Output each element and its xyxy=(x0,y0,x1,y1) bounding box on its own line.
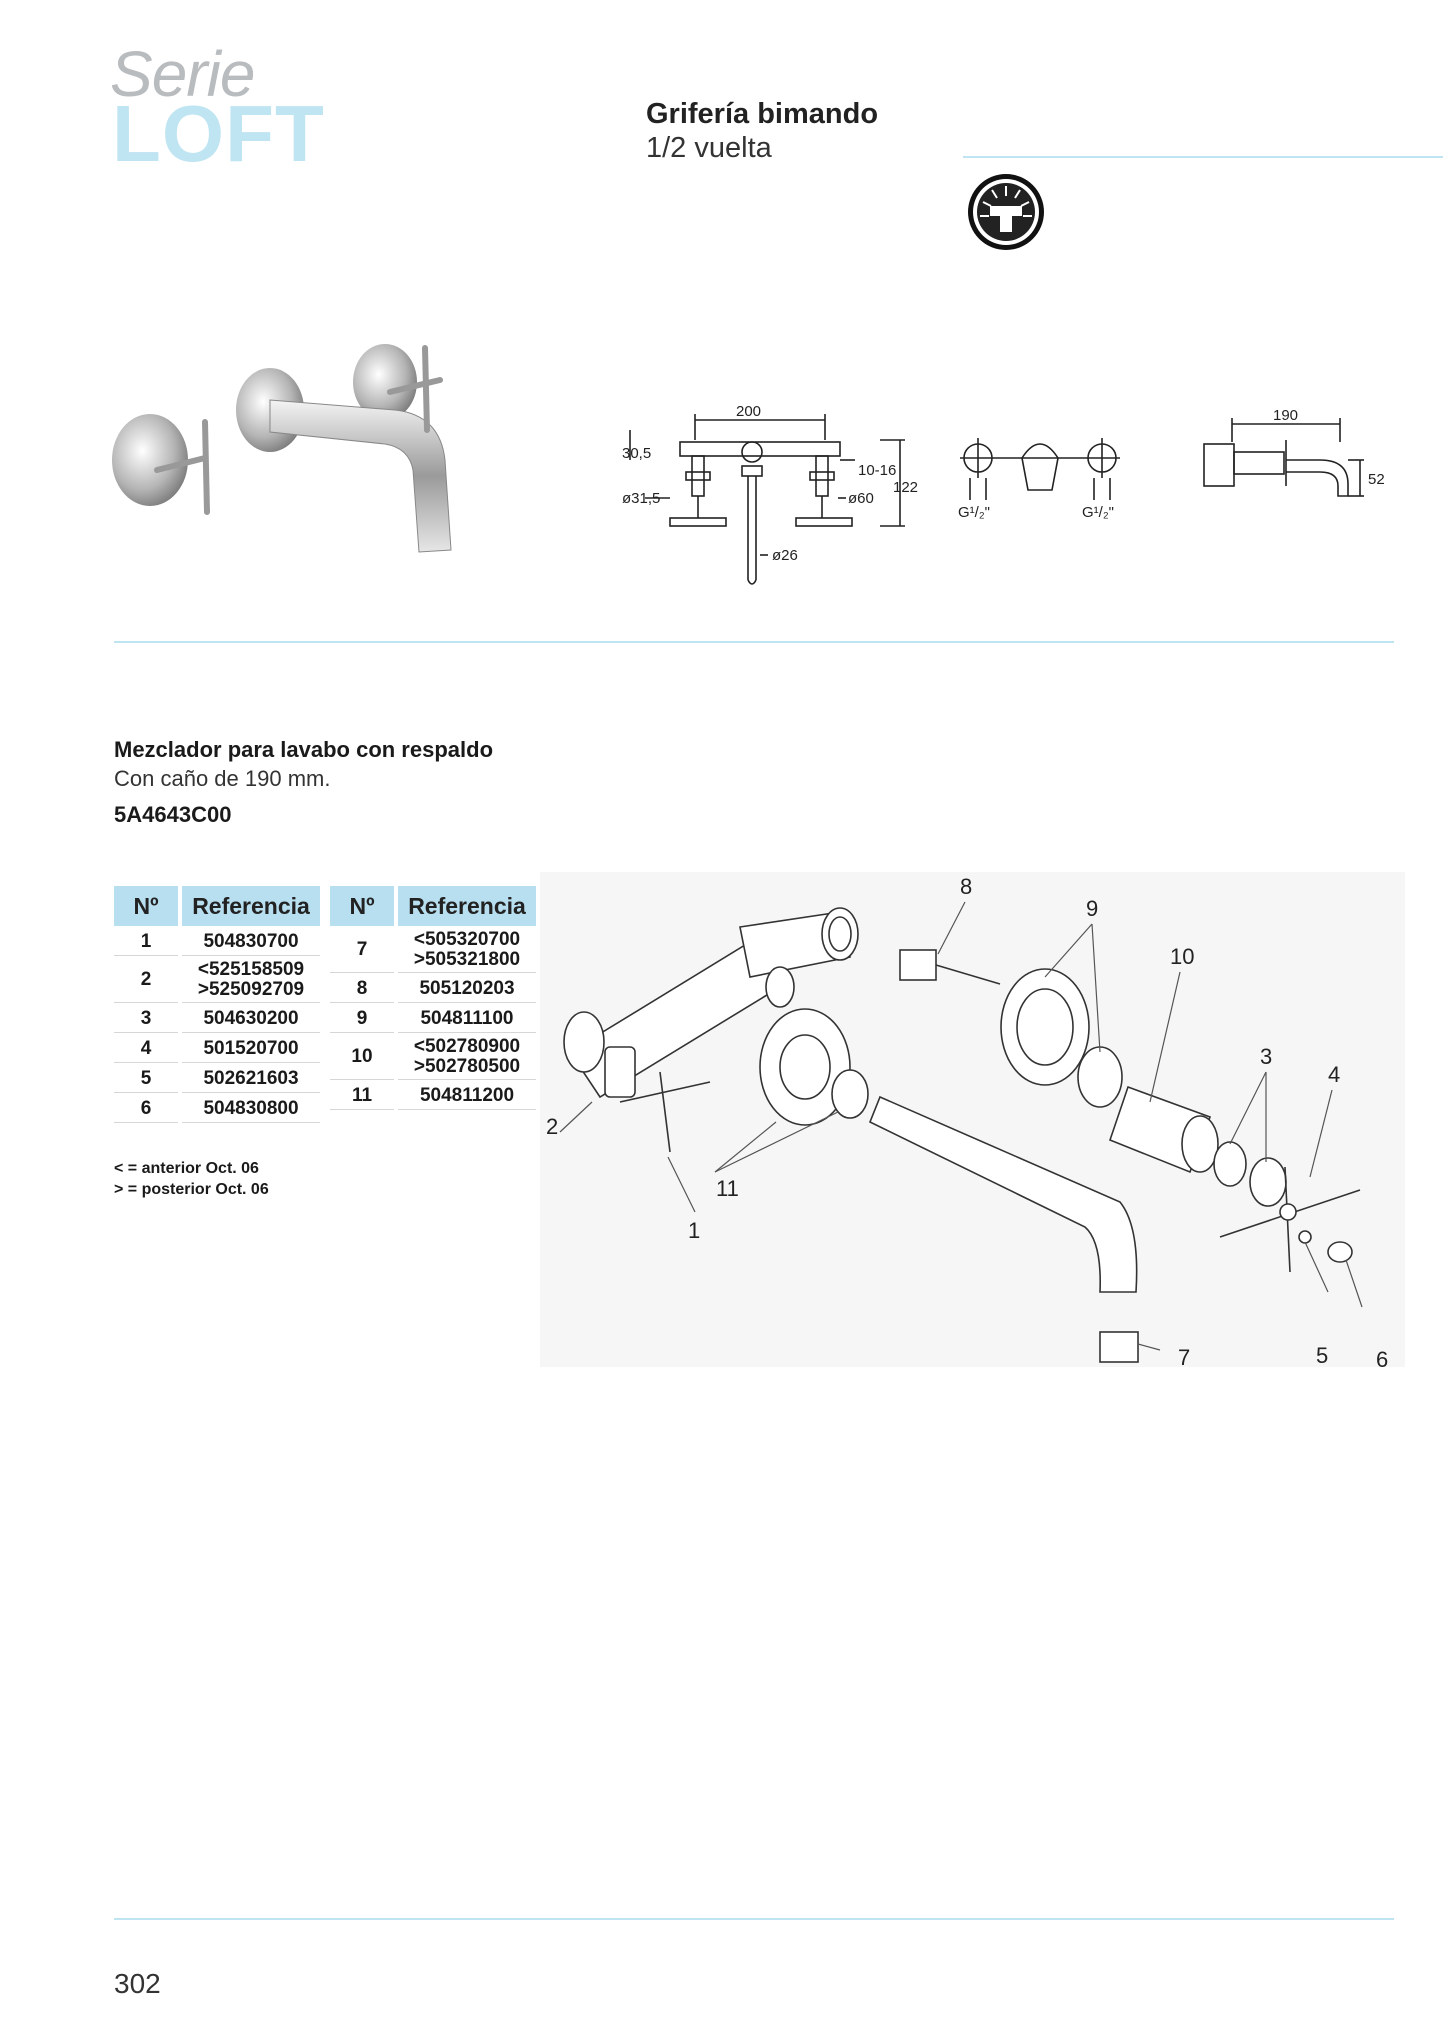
dim-10-16: 10-16 xyxy=(858,462,896,479)
callout-10: 10 xyxy=(1170,944,1194,969)
part-reference: <502780900 >502780500 xyxy=(398,1035,536,1080)
footer-rule xyxy=(114,1918,1394,1920)
dim-190: 190 xyxy=(1273,407,1298,424)
page-number: 302 xyxy=(114,1968,161,1999)
callout-6: 6 xyxy=(1376,1347,1388,1367)
part-number: 6 xyxy=(114,1095,178,1123)
serie-label: Serie xyxy=(110,38,255,110)
table-row: 7<505320700 >505321800 xyxy=(330,928,536,973)
dim-200: 200 xyxy=(736,403,761,420)
dim-122: 122 xyxy=(893,479,918,496)
dim-30-5: 30,5 xyxy=(622,445,651,462)
note-after: > = posterior Oct. 06 xyxy=(114,1181,269,1198)
dim-52: 52 xyxy=(1368,471,1385,488)
part-number: 7 xyxy=(330,928,394,973)
callout-2: 2 xyxy=(546,1114,558,1139)
product-subtitle: Con caño de 190 mm. xyxy=(114,766,331,791)
callout-9: 9 xyxy=(1086,896,1098,921)
callout-5: 5 xyxy=(1316,1343,1328,1367)
col-header-reference: Referencia xyxy=(182,886,320,926)
callout-7: 7 xyxy=(1178,1345,1190,1367)
part-number: 9 xyxy=(330,1005,394,1033)
callout-4: 4 xyxy=(1328,1062,1340,1087)
part-number: 5 xyxy=(114,1065,178,1093)
dim-60: ø60 xyxy=(848,490,874,507)
callout-8: 8 xyxy=(960,874,972,899)
part-number: 8 xyxy=(330,975,394,1003)
exploded-parts-diagram: 8 9 10 3 4 2 11 1 5 6 7 xyxy=(540,872,1405,1367)
part-reference: 501520700 xyxy=(182,1035,320,1063)
part-reference: <525158509 >525092709 xyxy=(182,958,320,1003)
part-reference: <505320700 >505321800 xyxy=(398,928,536,973)
callout-3: 3 xyxy=(1260,1044,1272,1069)
callout-11: 11 xyxy=(716,1176,739,1201)
half-turn-badge-icon xyxy=(968,174,1044,250)
part-number: 1 xyxy=(114,928,178,956)
dimension-drawings: 200 30,5 10-16 122 ø31,5 ø60 ø26 G¹/₂" G… xyxy=(622,403,1385,585)
table-row: 2<525158509 >525092709 xyxy=(114,958,320,1003)
part-number: 3 xyxy=(114,1005,178,1033)
callout-1: 1 xyxy=(688,1218,700,1243)
col-header-number: Nº xyxy=(330,886,394,926)
section-subtitle: 1/2 vuelta xyxy=(646,132,772,164)
dim-g-left: G¹/₂" xyxy=(958,504,990,521)
header-rule xyxy=(963,156,1443,158)
dim-31-5: ø31,5 xyxy=(622,490,660,507)
part-number: 10 xyxy=(330,1035,394,1080)
table-row: 10<502780900 >502780500 xyxy=(330,1035,536,1080)
dim-g-right: G¹/₂" xyxy=(1082,504,1114,521)
section-rule xyxy=(114,641,1394,643)
part-reference: 504630200 xyxy=(182,1005,320,1033)
brand-title: LOFT xyxy=(112,89,325,178)
col-header-reference: Referencia xyxy=(398,886,536,926)
faucet-photo xyxy=(112,344,452,553)
part-reference: 504811200 xyxy=(398,1082,536,1110)
part-reference: 504830800 xyxy=(182,1095,320,1123)
product-code: 5A4643C00 xyxy=(114,802,232,827)
part-reference: 502621603 xyxy=(182,1065,320,1093)
part-number: 11 xyxy=(330,1082,394,1110)
dim-26: ø26 xyxy=(772,547,798,564)
part-reference: 504830700 xyxy=(182,928,320,956)
part-number: 2 xyxy=(114,958,178,1003)
product-title: Mezclador para lavabo con respaldo xyxy=(114,737,494,762)
col-header-number: Nº xyxy=(114,886,178,926)
section-title: Grifería bimando xyxy=(646,98,879,130)
part-number: 4 xyxy=(114,1035,178,1063)
part-reference: 505120203 xyxy=(398,975,536,1003)
part-reference: 504811100 xyxy=(398,1005,536,1033)
note-before: < = anterior Oct. 06 xyxy=(114,1160,259,1177)
